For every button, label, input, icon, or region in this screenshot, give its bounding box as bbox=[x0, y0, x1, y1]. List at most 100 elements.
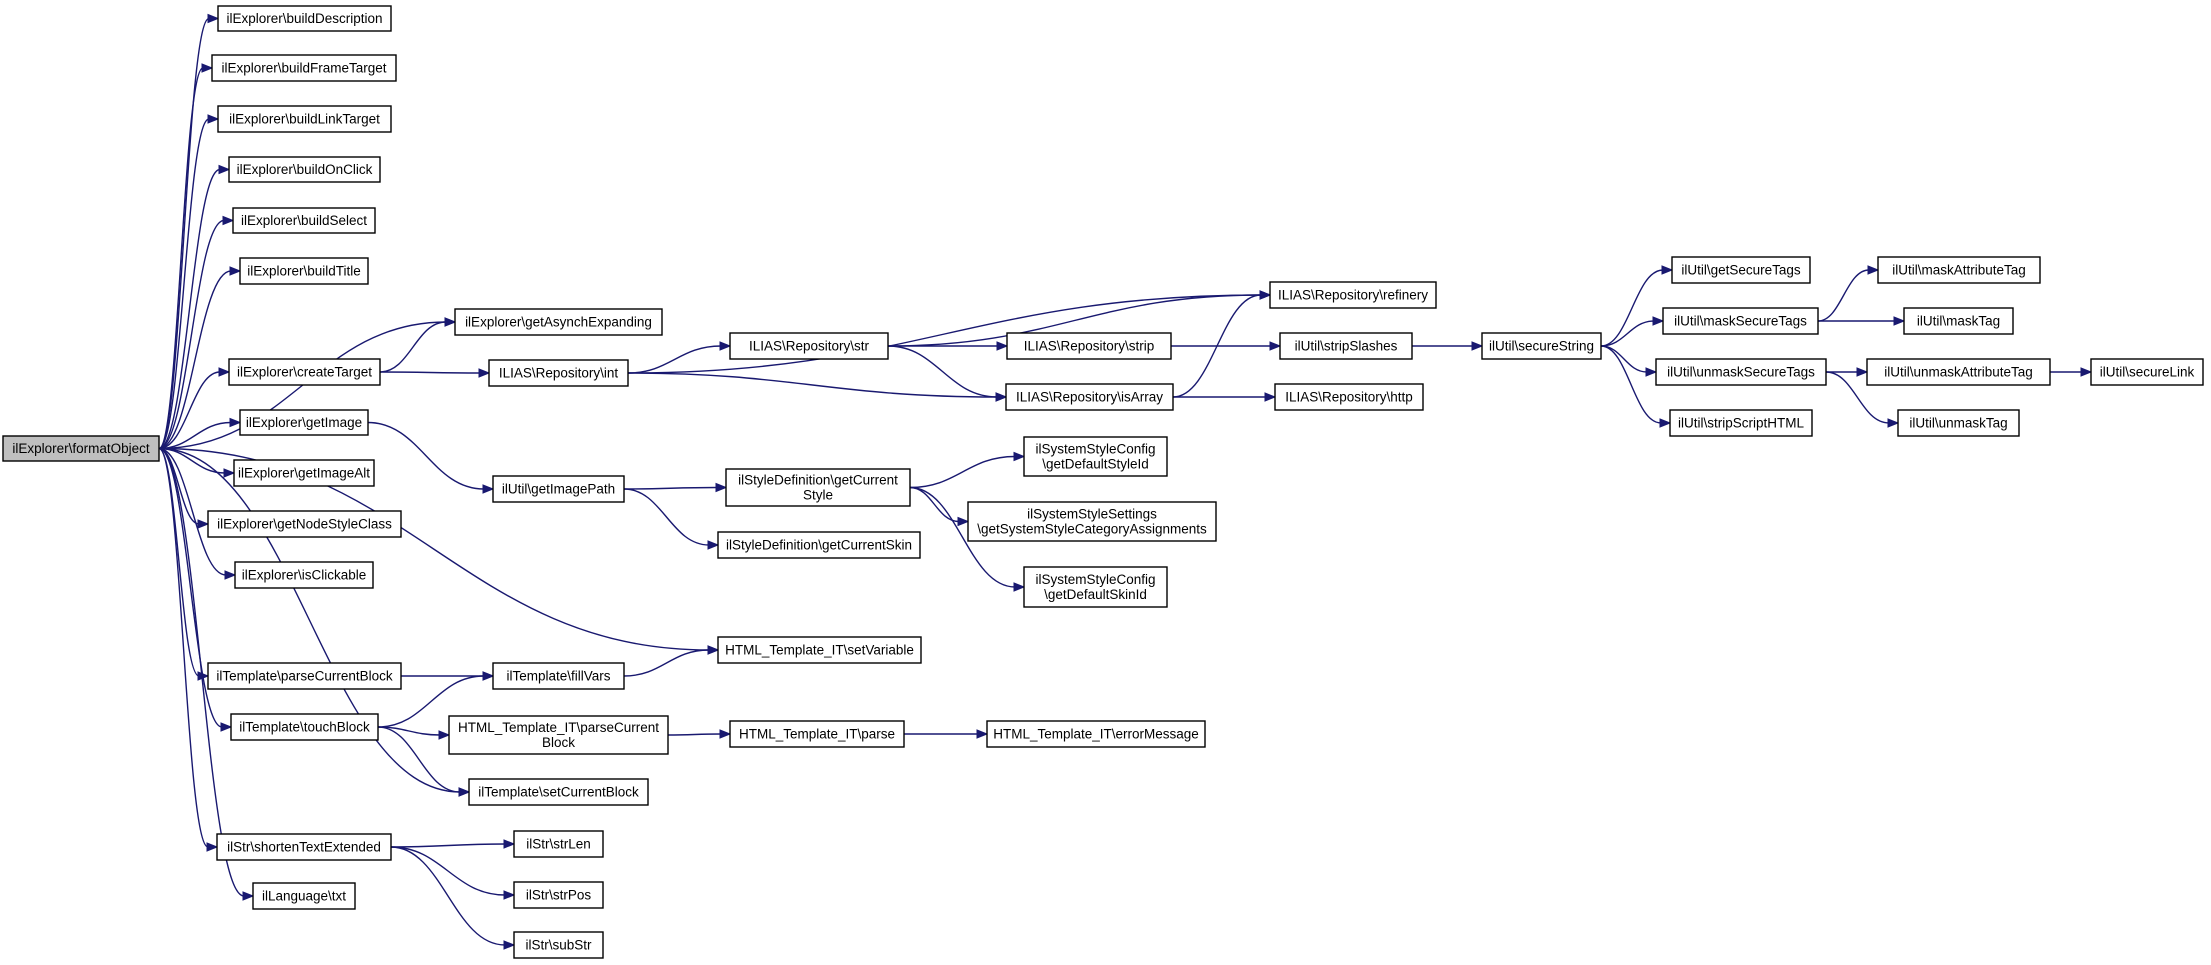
node-buildDescription[interactable]: ilExplorer\buildDescription bbox=[217, 5, 392, 32]
edge-secureString-to-stripScriptHTML bbox=[1600, 345, 1662, 424]
node-errorMessage[interactable]: HTML_Template_IT\errorMessage bbox=[986, 720, 1206, 748]
edge-repoInt-to-repoIsArray bbox=[627, 372, 998, 398]
node-repoIsArray[interactable]: ILIAS\Repository\isArray bbox=[1005, 383, 1174, 411]
node-secureLink[interactable]: ilUtil\secureLink bbox=[2090, 358, 2204, 386]
edge-arrowhead bbox=[1652, 316, 1665, 326]
node-box bbox=[488, 359, 629, 387]
node-subStr[interactable]: ilStr\subStr bbox=[513, 931, 604, 959]
node-getDefaultStyleId[interactable]: ilSystemStyleConfig\getDefaultStyleId bbox=[1023, 436, 1168, 477]
node-unmaskSecureTags[interactable]: ilUtil\unmaskSecureTags bbox=[1655, 358, 1827, 386]
node-buildSelect[interactable]: ilExplorer\buildSelect bbox=[232, 207, 376, 234]
node-box bbox=[228, 358, 381, 386]
node-box bbox=[513, 830, 604, 858]
node-isClickable[interactable]: ilExplorer\isClickable bbox=[234, 561, 374, 589]
edge-unmaskSecureTags-to-unmaskTag bbox=[1825, 371, 1890, 424]
node-box bbox=[228, 156, 381, 183]
node-label: ilUtil\getImagePath bbox=[502, 482, 615, 497]
node-txt[interactable]: ilLanguage\txt bbox=[252, 882, 356, 910]
node-label: \getDefaultSkinId bbox=[1044, 587, 1147, 602]
node-stripScriptHTML[interactable]: ilUtil\stripScriptHTML bbox=[1669, 409, 1813, 437]
edge-arrowhead bbox=[707, 645, 720, 655]
node-setCurrentBlock[interactable]: ilTemplate\setCurrentBlock bbox=[468, 778, 649, 806]
node-box bbox=[967, 501, 1217, 542]
edge-getImagePath-to-getCurrentSkin bbox=[623, 488, 710, 546]
edge-repoInt-to-repoRefinery bbox=[627, 294, 1262, 374]
edge-repoStr-to-repoIsArray bbox=[887, 345, 998, 398]
edge-maskSecureTags-to-maskAttributeTag bbox=[1817, 269, 1870, 322]
edge-repoIsArray-to-repoRefinery bbox=[1172, 294, 1262, 398]
node-box bbox=[239, 257, 369, 285]
node-maskSecureTags[interactable]: ilUtil\maskSecureTags bbox=[1662, 307, 1819, 335]
node-box bbox=[717, 636, 922, 664]
node-repoHttp[interactable]: ILIAS\Repository\http bbox=[1274, 383, 1424, 411]
edge-arrowhead bbox=[995, 392, 1008, 402]
edge-arrowhead bbox=[1013, 582, 1026, 592]
node-label: ILIAS\Repository\http bbox=[1285, 390, 1413, 405]
node-buildLinkTarget[interactable]: ilExplorer\buildLinkTarget bbox=[217, 105, 392, 133]
node-label: ilTemplate\parseCurrentBlock bbox=[216, 669, 393, 684]
node-buildTitle[interactable]: ilExplorer\buildTitle bbox=[239, 257, 369, 285]
node-touchBlock[interactable]: ilTemplate\touchBlock bbox=[230, 713, 379, 741]
node-label: HTML_Template_IT\parse bbox=[739, 727, 895, 742]
node-secureString[interactable]: ilUtil\secureString bbox=[1481, 332, 1602, 360]
node-box bbox=[233, 459, 375, 487]
node-getAsynchExpanding[interactable]: ilExplorer\getAsynchExpanding bbox=[454, 308, 663, 336]
node-label: ILIAS\Repository\isArray bbox=[1016, 390, 1163, 405]
edge-arrowhead bbox=[223, 468, 236, 478]
node-getCurrentSkin[interactable]: ilStyleDefinition\getCurrentSkin bbox=[717, 531, 921, 559]
node-buildFrameTarget[interactable]: ilExplorer\buildFrameTarget bbox=[211, 54, 397, 82]
node-maskTag[interactable]: ilUtil\maskTag bbox=[1903, 307, 2014, 335]
node-unmaskAttributeTag[interactable]: ilUtil\unmaskAttributeTag bbox=[1866, 358, 2051, 386]
edge-formatObject-to-buildFrameTarget bbox=[158, 67, 204, 450]
node-repoStrip[interactable]: ILIAS\Repository\strip bbox=[1006, 332, 1172, 360]
node-repoInt[interactable]: ILIAS\Repository\int bbox=[488, 359, 629, 387]
edge-arrowhead bbox=[206, 842, 219, 852]
node-buildOnClick[interactable]: ilExplorer\buildOnClick bbox=[228, 156, 381, 183]
edge-arrowhead bbox=[976, 729, 989, 739]
edge-arrowhead bbox=[707, 540, 720, 550]
node-box bbox=[1023, 566, 1168, 608]
node-label: ilExplorer\buildFrameTarget bbox=[221, 61, 386, 76]
edge-arrowhead bbox=[229, 417, 242, 428]
node-repoStr[interactable]: ILIAS\Repository\str bbox=[729, 332, 889, 360]
edge-arrowhead bbox=[229, 266, 242, 276]
edge-arrowhead bbox=[1259, 290, 1272, 300]
edge-arrowhead bbox=[503, 839, 516, 849]
node-setVariable[interactable]: HTML_Template_IT\setVariable bbox=[717, 636, 922, 664]
node-getDefaultSkinId[interactable]: ilSystemStyleConfig\getDefaultSkinId bbox=[1023, 566, 1168, 608]
node-createTarget[interactable]: ilExplorer\createTarget bbox=[228, 358, 381, 386]
node-box bbox=[217, 5, 392, 32]
edge-arrowhead bbox=[996, 341, 1009, 351]
node-label: \getSystemStyleCategoryAssignments bbox=[977, 522, 1207, 537]
node-itParseCurrentBlock[interactable]: HTML_Template_IT\parseCurrentBlock bbox=[448, 715, 669, 755]
node-getSysCatAssign[interactable]: ilSystemStyleSettings\getSystemStyleCate… bbox=[967, 501, 1217, 542]
node-getImageAlt[interactable]: ilExplorer\getImageAlt bbox=[233, 459, 375, 487]
node-getImagePath[interactable]: ilUtil\getImagePath bbox=[492, 475, 625, 503]
node-getSecureTags[interactable]: ilUtil\getSecureTags bbox=[1671, 256, 1811, 284]
node-strPos[interactable]: ilStr\strPos bbox=[513, 881, 604, 909]
edge-arrowhead bbox=[719, 341, 732, 351]
node-label: ILIAS\Repository\refinery bbox=[1278, 288, 1428, 303]
node-maskAttributeTag[interactable]: ilUtil\maskAttributeTag bbox=[1877, 256, 2041, 284]
edge-formatObject-to-buildDescription bbox=[158, 17, 210, 450]
node-formatObject[interactable]: ilExplorer\formatObject bbox=[2, 435, 160, 462]
node-getImage[interactable]: ilExplorer\getImage bbox=[239, 409, 369, 436]
node-box bbox=[239, 409, 369, 436]
node-shortenTextExtended[interactable]: ilStr\shortenTextExtended bbox=[216, 833, 392, 861]
node-unmaskTag[interactable]: ilUtil\unmaskTag bbox=[1897, 409, 2020, 437]
node-itParse[interactable]: HTML_Template_IT\parse bbox=[729, 720, 905, 748]
node-box bbox=[2, 435, 160, 462]
node-stripSlashes[interactable]: ilUtil\stripSlashes bbox=[1279, 332, 1413, 360]
node-strLen[interactable]: ilStr\strLen bbox=[513, 830, 604, 858]
node-label: ilExplorer\getNodeStyleClass bbox=[217, 517, 392, 532]
node-fillVars[interactable]: ilTemplate\fillVars bbox=[492, 662, 625, 690]
node-repoRefinery[interactable]: ILIAS\Repository\refinery bbox=[1269, 281, 1437, 309]
edge-getImage-to-getImagePath bbox=[367, 421, 485, 490]
node-parseCurrentBlock[interactable]: ilTemplate\parseCurrentBlock bbox=[207, 662, 402, 690]
node-box bbox=[492, 475, 625, 503]
node-label: ILIAS\Repository\int bbox=[499, 366, 619, 381]
node-label: ilTemplate\touchBlock bbox=[239, 720, 370, 735]
node-getNodeStyleClass[interactable]: ilExplorer\getNodeStyleClass bbox=[207, 510, 402, 538]
node-box bbox=[2090, 358, 2204, 386]
